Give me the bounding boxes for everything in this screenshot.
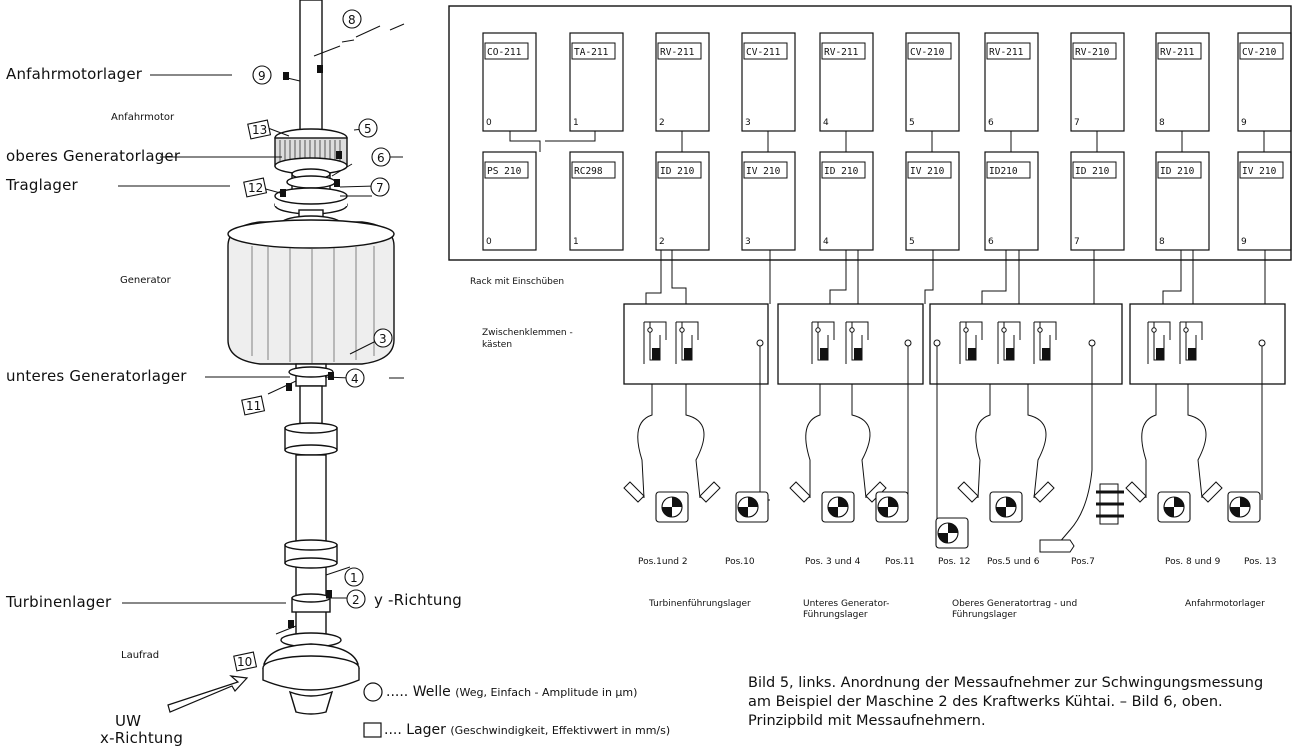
pos-7: Pos.7	[1071, 557, 1095, 567]
group-unteres-generator: Unteres Generator-	[803, 599, 890, 609]
legend-lager: .... Lager (Geschwindigkeit, Effektivwer…	[384, 722, 671, 738]
label-laufrad: Laufrad	[121, 650, 160, 661]
group-unteres-generator-2: Führungslager	[803, 610, 868, 620]
legend-welle: ..... Welle (Weg, Einfach - Amplitude in…	[386, 684, 638, 700]
rack-title: Rack mit Einschüben	[470, 277, 565, 287]
marker-2: 2	[352, 593, 360, 607]
marker-8: 8	[348, 13, 356, 27]
module-top-1	[569, 32, 624, 132]
label-anfahrmotor: Anfahrmotor	[111, 112, 175, 123]
marker-1: 1	[350, 571, 358, 585]
module-top-3-label: CV-211	[746, 47, 781, 58]
group-oberes-generator-2: Führungslager	[952, 610, 1017, 620]
pos-13: Pos. 13	[1244, 557, 1277, 567]
label-y-richtung: y -Richtung	[374, 591, 463, 609]
zwischenklemmen-label-2: kästen	[482, 340, 513, 350]
pos-12: Pos. 12	[938, 557, 971, 567]
welle-symbol	[363, 682, 383, 702]
module-top-8-slot: 8	[1159, 118, 1165, 128]
marker-11: 11	[246, 399, 261, 413]
module-bottom-4-slot: 4	[823, 237, 829, 247]
marker-6: 6	[377, 151, 385, 165]
label-turbinenlager: Turbinenlager	[6, 593, 112, 611]
module-bottom-5-slot: 5	[909, 237, 915, 247]
zwischenklemmen-label: Zwischenklemmen -	[482, 328, 573, 338]
module-bottom-2-label: ID 210	[660, 166, 695, 177]
module-bottom-3-label: IV 210	[746, 166, 781, 177]
marker-9: 9	[258, 69, 266, 83]
module-bottom-8-label: ID 210	[1160, 166, 1195, 177]
marker-10: 10	[237, 655, 252, 669]
marker-5: 5	[364, 122, 372, 136]
label-unteres-generatorlager: unteres Generatorlager	[6, 367, 187, 385]
module-top-7-label: RV-210	[1075, 47, 1110, 58]
pos-10: Pos.10	[725, 557, 755, 567]
lager-symbol	[363, 722, 382, 738]
label-anfahrmotorlager: Anfahrmotorlager	[6, 65, 143, 83]
module-bottom-6-slot: 6	[988, 237, 994, 247]
module-bottom-9-label: IV 210	[1242, 166, 1277, 177]
pos-11: Pos.11	[885, 557, 915, 567]
module-top-0-slot: 0	[486, 118, 492, 128]
module-bottom-9-slot: 9	[1241, 237, 1247, 247]
module-top-9-slot: 9	[1241, 118, 1247, 128]
label-x-richtung: x-Richtung	[100, 729, 184, 747]
module-bottom-3-slot: 3	[745, 237, 751, 247]
module-top-4-label: RV-211	[824, 47, 859, 58]
position-markers: 1 2 3 4 5 6 7 8 9 10 11 12 13	[233, 9, 393, 672]
module-bottom-1-slot: 1	[573, 237, 579, 247]
module-top-1-label: TA-211	[574, 47, 609, 58]
module-top-6-label: RV-211	[989, 47, 1024, 58]
module-bottom-4-label: ID 210	[824, 166, 859, 177]
module-bottom-7-slot: 7	[1074, 237, 1080, 247]
module-bottom-5-label: IV 210	[910, 166, 945, 177]
module-top-8-label: RV-211	[1160, 47, 1195, 58]
module-bottom-1	[569, 151, 624, 251]
module-top-2-slot: 2	[659, 118, 665, 128]
label-oberes-generatorlager: oberes Generatorlager	[6, 147, 181, 165]
klemmenkasten-2	[777, 303, 924, 385]
group-oberes-generator: Oberes Generatortrag - und	[952, 599, 1078, 609]
pos-5-6: Pos.5 und 6	[987, 557, 1040, 567]
group-turbinenfuehrungslager: Turbinenführungslager	[649, 599, 751, 609]
marker-13: 13	[252, 123, 267, 137]
module-top-6-slot: 6	[988, 118, 994, 128]
module-top-5-slot: 5	[909, 118, 915, 128]
klemmenkasten-4	[1129, 303, 1286, 385]
figure-caption: Bild 5, links. Anordnung der Messaufnehm…	[748, 675, 1264, 729]
module-top-3-slot: 3	[745, 118, 751, 128]
module-bottom-8-slot: 8	[1159, 237, 1165, 247]
module-bottom-0-slot: 0	[486, 237, 492, 247]
module-bottom-1-label: RC298	[574, 166, 603, 177]
label-uw: UW	[115, 712, 142, 730]
module-top-0-label: CO-211	[487, 47, 522, 58]
module-bottom-0-label: PS 210	[487, 166, 522, 177]
marker-4: 4	[351, 372, 359, 386]
label-traglager: Traglager	[6, 176, 78, 194]
klemmenkasten-1	[623, 303, 769, 385]
pos-3-4: Pos. 3 und 4	[805, 557, 861, 567]
module-top-7-slot: 7	[1074, 118, 1080, 128]
module-bottom-6-label: ID210	[989, 166, 1018, 177]
marker-3: 3	[379, 332, 387, 346]
pos-1-2: Pos.1und 2	[638, 557, 688, 567]
module-top-2-label: RV-211	[660, 47, 695, 58]
label-generator: Generator	[120, 275, 171, 286]
uw-arrow	[167, 675, 249, 713]
module-bottom-2-slot: 2	[659, 237, 665, 247]
pos-8-9: Pos. 8 und 9	[1165, 557, 1221, 567]
rack-frame	[448, 5, 1292, 261]
marker-12: 12	[248, 181, 263, 195]
group-anfahrmotorlager: Anfahrmotorlager	[1185, 599, 1265, 609]
marker-7: 7	[376, 181, 384, 195]
module-bottom-0	[482, 151, 537, 251]
klemmenkasten-3	[929, 303, 1123, 385]
module-top-5-label: CV-210	[910, 47, 945, 58]
module-top-1-slot: 1	[573, 118, 579, 128]
module-top-4-slot: 4	[823, 118, 829, 128]
module-bottom-7-label: ID 210	[1075, 166, 1110, 177]
module-top-9-label: CV-210	[1242, 47, 1277, 58]
